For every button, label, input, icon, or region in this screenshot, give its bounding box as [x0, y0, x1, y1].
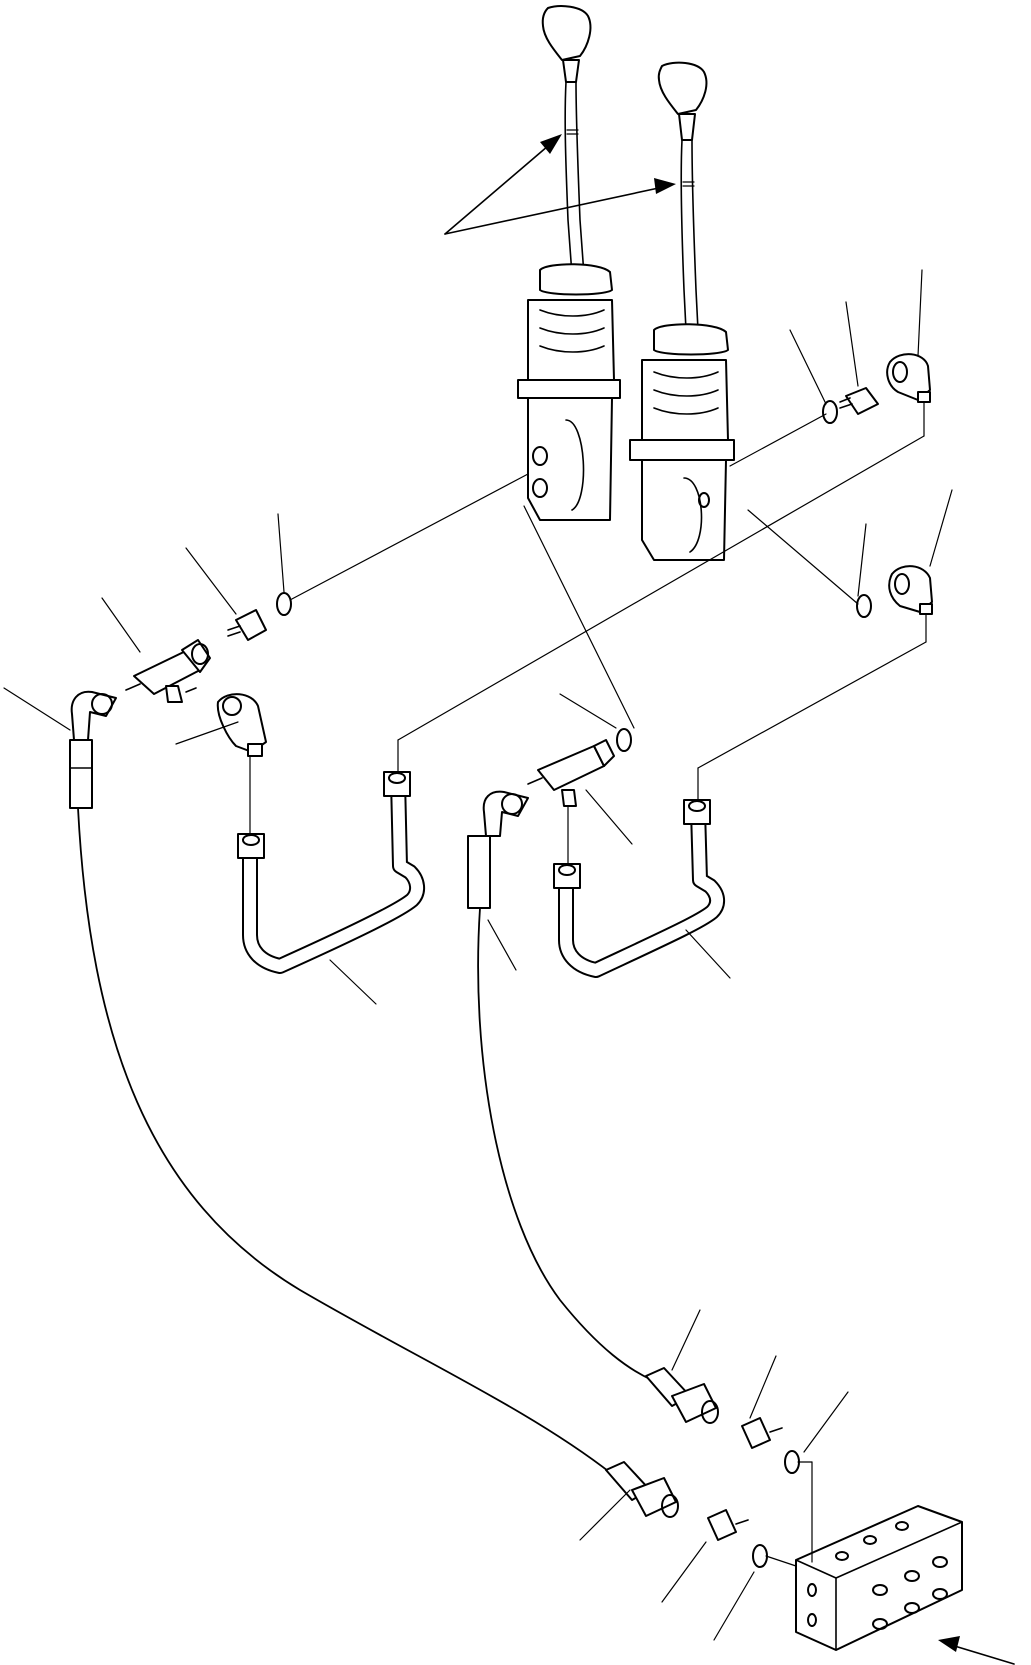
hose-right-end-lower	[645, 1367, 719, 1424]
elbow-middle-right	[888, 565, 933, 615]
hose-right-end-upper	[467, 790, 529, 909]
ppc-valve-left	[517, 263, 621, 521]
lever-right	[657, 61, 708, 331]
tee-center	[527, 739, 615, 807]
lever-left	[541, 5, 592, 276]
leader-arrows-levers	[444, 134, 676, 235]
hose-right	[477, 907, 653, 1381]
elbow-upper-right	[886, 353, 931, 403]
hose-left-end-lower	[605, 1461, 679, 1518]
elbow-left	[216, 693, 267, 757]
connection-lines	[249, 401, 927, 1567]
hose-left	[77, 807, 613, 1475]
ppc-valve-right	[629, 323, 735, 561]
oring-left	[276, 592, 292, 616]
adapter-left	[227, 609, 267, 641]
junction-block	[795, 1505, 963, 1651]
tee-left	[125, 639, 211, 703]
tube-right	[553, 799, 725, 978]
hose-left-end-upper	[69, 690, 117, 809]
tube-left	[237, 771, 425, 974]
oring-upper-right	[822, 400, 838, 424]
oring-center	[616, 728, 632, 752]
adapter-left-lower	[707, 1509, 749, 1541]
oring-middle-right	[856, 594, 872, 618]
leader-lines	[3, 269, 1015, 1665]
oring-right-lower	[784, 1450, 800, 1474]
adapter-right-lower	[741, 1417, 783, 1449]
oring-left-lower	[752, 1544, 768, 1568]
adapter-upper-right	[839, 387, 879, 415]
